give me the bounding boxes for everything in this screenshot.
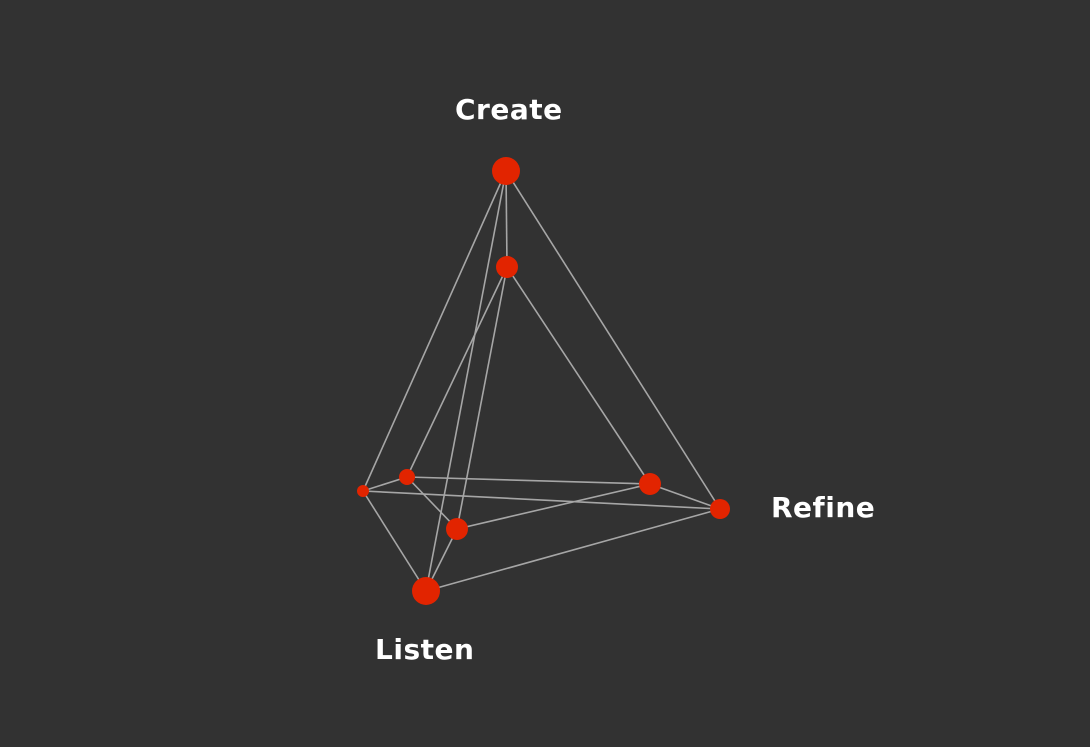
label-create: Create [455, 93, 563, 126]
node-G [710, 499, 730, 519]
edge-A-H [425, 170, 507, 592]
node-A [492, 157, 520, 185]
node-D [399, 469, 415, 485]
edge-B-D [406, 266, 508, 478]
node-C [357, 485, 369, 497]
edge-C-H [362, 490, 427, 592]
edge-A-C [362, 170, 507, 492]
node-F [639, 473, 661, 495]
edge-C-G [362, 490, 721, 510]
edge-F-G [649, 483, 721, 510]
edge-D-F [406, 476, 651, 485]
label-listen: Listen [375, 633, 475, 666]
node-E [446, 518, 468, 540]
label-refine: Refine [771, 491, 876, 524]
node-B [496, 256, 518, 278]
edge-B-E [456, 266, 508, 530]
edge-D-E [406, 476, 458, 530]
edge-G-H [425, 508, 721, 592]
edge-B-F [506, 266, 651, 485]
node-H [412, 577, 440, 605]
edges [362, 170, 721, 592]
edge-A-B [505, 170, 508, 268]
edge-E-F [456, 483, 651, 530]
nodes [357, 157, 730, 605]
edge-A-G [505, 170, 721, 510]
